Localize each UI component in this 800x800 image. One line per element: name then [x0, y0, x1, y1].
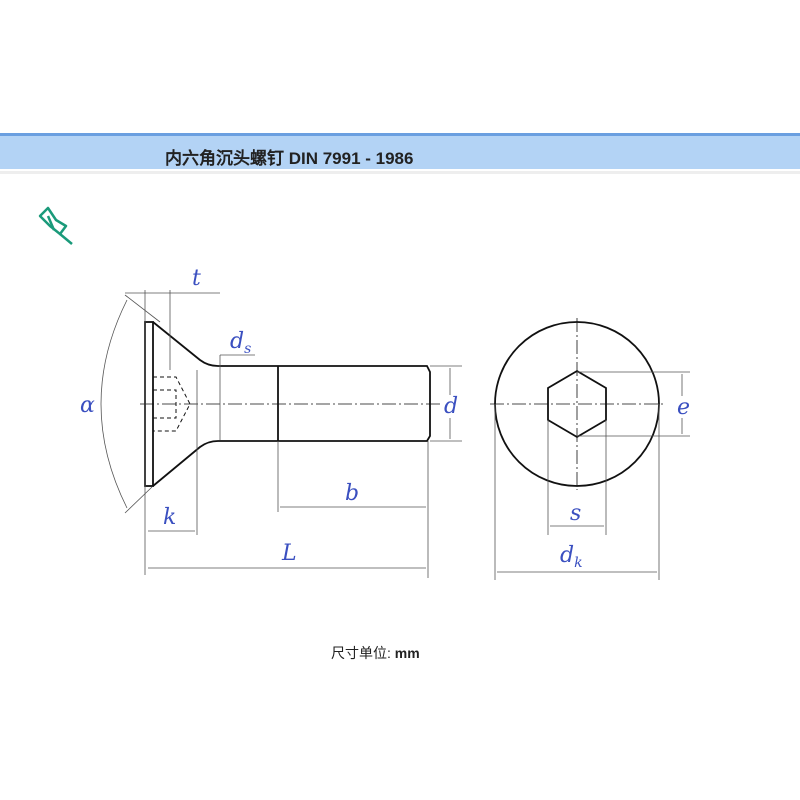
label-L: L	[281, 541, 297, 566]
unit-value: mm	[394, 645, 420, 661]
unit-note: 尺寸单位: mm	[331, 643, 420, 663]
label-s: s	[570, 501, 581, 526]
label-t: t	[192, 266, 201, 291]
title-bar: 内六角沉头螺钉 DIN 7991 - 1986	[0, 133, 800, 169]
centerlines	[140, 318, 665, 490]
end-view-dimensions	[494, 371, 690, 580]
divider	[0, 171, 800, 174]
label-d: d	[444, 394, 458, 419]
label-ds: ds	[230, 329, 251, 357]
label-dk: dk	[560, 543, 583, 571]
label-alpha: α	[80, 393, 95, 418]
label-e: e	[677, 395, 690, 420]
pushpin-icon[interactable]	[36, 206, 78, 248]
label-b: b	[345, 481, 359, 506]
unit-label: 尺寸单位:	[331, 645, 395, 661]
dimension-lines	[100, 290, 462, 578]
page-title: 内六角沉头螺钉 DIN 7991 - 1986	[165, 149, 414, 168]
label-k: k	[163, 505, 176, 530]
